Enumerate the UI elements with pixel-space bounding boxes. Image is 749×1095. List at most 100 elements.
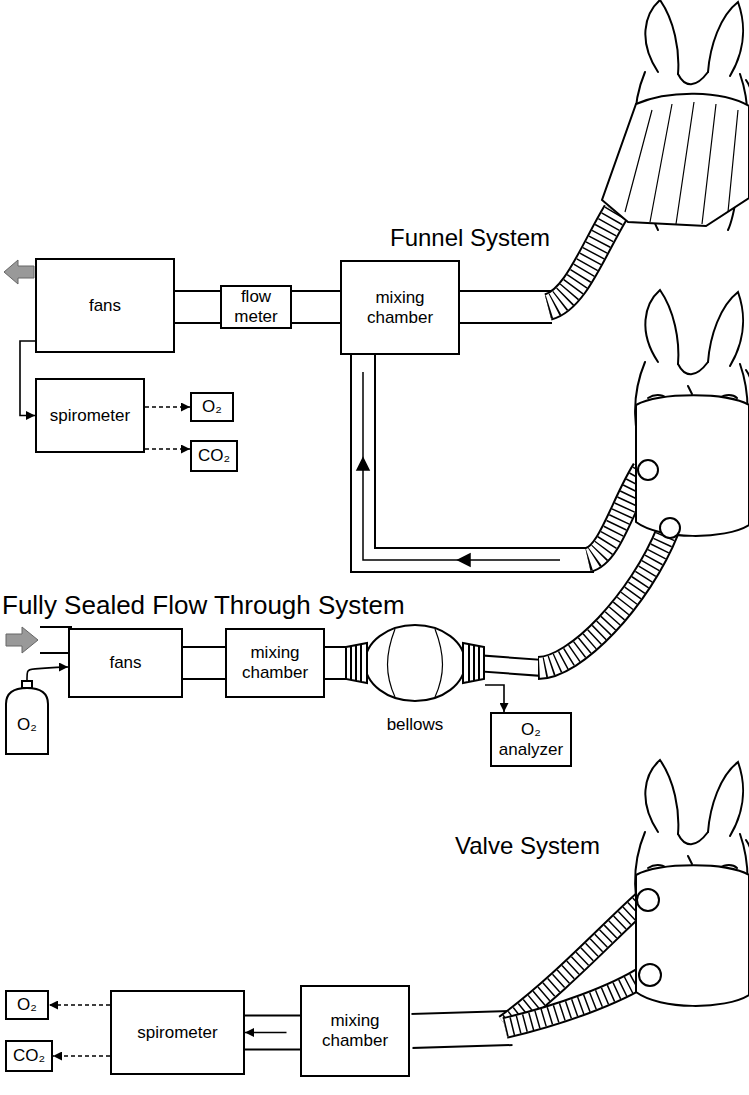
connector [175,307,220,308]
process-box: mixing chamber [300,985,410,1077]
duct-bore [183,648,225,678]
box-label: spirometer [137,1023,217,1043]
face-mask [602,94,749,226]
process-box: O₂ analyzer [490,712,572,767]
corrugated-tube [548,212,616,307]
box-label: CO₂ [13,1046,45,1066]
connector [145,449,190,450]
duct-bore [292,292,340,322]
connectors [20,307,504,1056]
corrugated-tube [505,975,646,1028]
box-label: O₂ [202,397,222,417]
flow-arrow [485,685,504,712]
bellows-outline [346,625,484,701]
box-label: O₂ [17,715,37,735]
connector [183,663,225,664]
face-mask [639,964,661,986]
cylinder-valve [22,681,32,688]
airflow-arrow [4,260,34,284]
section-heading: Funnel System [390,224,550,252]
signal-line [145,448,190,450]
process-box: fans [68,628,183,698]
box-label: O₂ analyzer [497,720,565,759]
connector [27,667,68,680]
flow-arrow [27,667,68,680]
cylinder-outline [6,688,48,754]
flow-arrow [363,372,560,560]
duct-bore [245,1017,300,1049]
bellows: bellows [345,615,485,735]
face-mask [638,460,658,480]
box-label: spirometer [50,406,130,426]
connector [20,341,35,416]
process-box: CO₂ [5,1040,53,1072]
corrugated-tube [505,212,668,1028]
box-label: fans [109,653,141,673]
section-heading: Valve System [455,832,600,860]
duct [363,348,596,560]
process-box: spirometer [35,378,145,453]
flow-arrow [458,554,470,566]
corrugated-tube [538,530,668,668]
duct [38,307,596,1031]
connector [485,685,504,712]
corrugated-tube [505,975,646,1028]
face-mask [602,94,749,1006]
face-mask [636,395,749,536]
process-box: fans [35,258,175,353]
box-label: bellows [387,715,444,735]
bellows-outline [345,615,485,711]
face-mask [637,889,659,911]
signal-line [49,1004,110,1006]
flow-arrow [20,341,35,416]
duct [363,350,594,560]
duct-wall [175,290,220,324]
corrugated-tube [505,975,646,1028]
box-label: flow meter [227,287,285,326]
flow-arrow [357,458,369,470]
section-heading: Fully Sealed Flow Through System [2,590,405,621]
box-label: mixing chamber [347,288,453,327]
corrugated-tube [548,212,616,307]
face-mask [660,518,680,538]
duct [410,1028,514,1031]
connector [292,307,340,308]
process-box: O₂ [5,990,49,1020]
corrugated-tube [548,212,616,307]
connector [49,1005,110,1006]
process-box: mixing chamber [340,260,460,355]
connector [145,407,190,408]
box-label: fans [89,296,121,316]
process-box: mixing chamber [225,628,325,698]
flow-arrow [245,1032,287,1034]
duct [453,292,553,322]
connector [53,1056,110,1057]
box-label: mixing chamber [307,1011,403,1050]
connector [325,663,347,664]
corrugated-tube [538,530,668,668]
flow-arrow [357,372,560,566]
gas-cylinder: O₂ [2,680,52,755]
box-label: CO₂ [198,446,230,466]
process-box: spirometer [110,990,245,1075]
connector [245,1032,300,1033]
duct-bore [325,648,347,678]
duct-bore [175,292,220,322]
box-label: mixing chamber [232,643,318,682]
duct-wall [292,290,340,324]
process-box: O₂ [190,392,234,422]
process-box: CO₂ [190,440,238,472]
face-mask [636,865,749,1006]
duct-wall [183,646,225,680]
corrugated-tube [538,530,668,668]
face-mask [625,102,738,224]
box-label: O₂ [17,995,37,1015]
signal-line [53,1055,110,1057]
process-box: flow meter [220,285,292,329]
duct-wall [245,1015,300,1051]
signal-line [145,406,190,408]
airflow-arrow [6,627,38,653]
